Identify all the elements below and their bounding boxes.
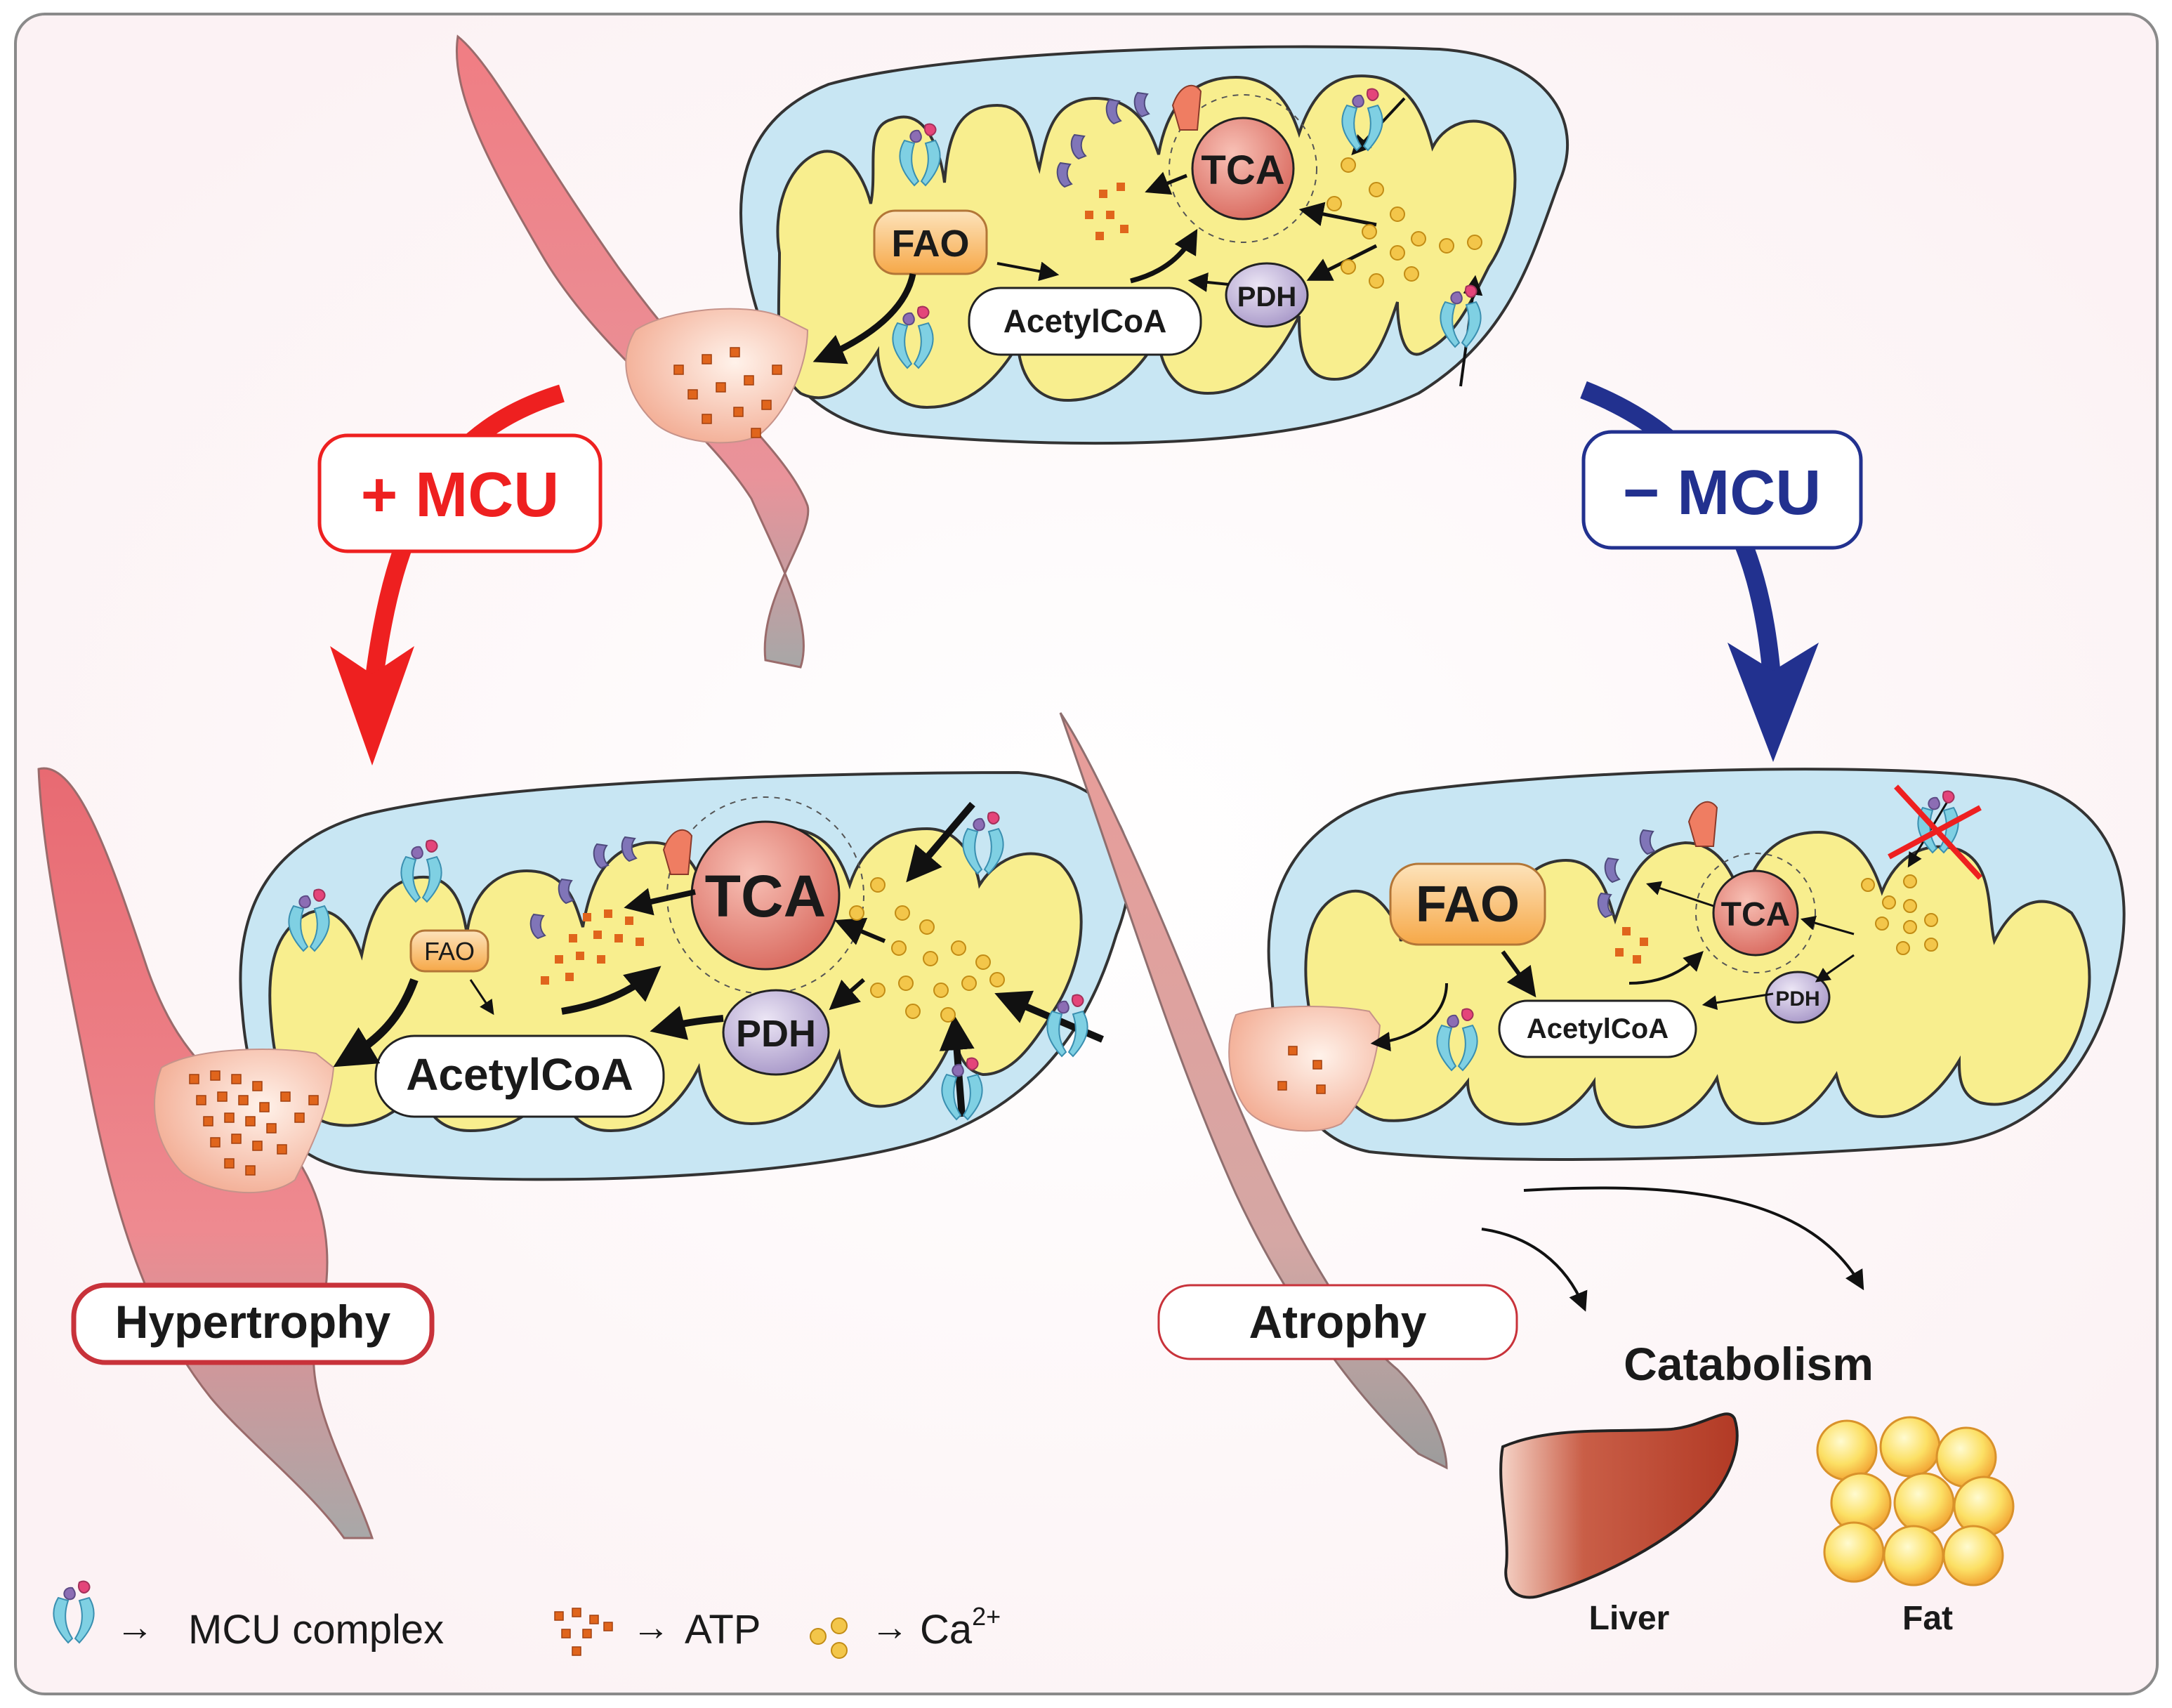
left-atp-pool xyxy=(154,1049,335,1194)
legend-calcium-icon xyxy=(810,1617,848,1659)
top-tca-cycle: TCA xyxy=(1169,94,1317,243)
left-pdh: PDH xyxy=(722,989,830,1076)
right-fao-label: FAO xyxy=(1416,876,1520,933)
right-atp-pool xyxy=(1228,1006,1381,1132)
right-atp-inner xyxy=(1615,927,1648,964)
legend: → MCU complex → ATP → Ca2+ xyxy=(53,1580,1001,1659)
left-acetylcoa-label: AcetylCoA xyxy=(406,1049,633,1100)
hypertrophy-label: Hypertrophy xyxy=(115,1296,391,1348)
left-pdh-label: PDH xyxy=(736,1013,816,1055)
legend-atp-arrow: → xyxy=(632,1606,670,1648)
top-atp-synthase-icon xyxy=(1171,84,1202,131)
left-fao: FAO xyxy=(409,929,489,973)
right-calcium-dots xyxy=(1861,874,1938,955)
legend-atp-label: ATP xyxy=(685,1607,761,1653)
svg-text:+ MCU: + MCU xyxy=(361,460,560,530)
liver-icon xyxy=(1499,1412,1739,1599)
top-acetylcoa-label: AcetylCoA xyxy=(1003,303,1167,339)
legend-ca-label: Ca2+ xyxy=(920,1602,1001,1653)
left-fao-label: FAO xyxy=(424,937,475,966)
left-acetylcoa: AcetylCoA xyxy=(374,1034,665,1118)
top-pdh: PDH xyxy=(1225,262,1309,328)
legend-mcu-label: MCU complex xyxy=(188,1607,444,1653)
top-pdh-label: PDH xyxy=(1237,282,1296,313)
svg-text:− MCU: − MCU xyxy=(1623,458,1822,528)
left-tca-label: TCA xyxy=(705,863,827,929)
top-atp-inner xyxy=(1085,183,1128,240)
catabolism-arrows xyxy=(1481,1186,1864,1312)
left-calcium-dots xyxy=(849,877,1005,1023)
top-fao-label: FAO xyxy=(891,223,969,265)
right-pdh-label: PDH xyxy=(1775,987,1819,1011)
legend-ca-arrow: → xyxy=(871,1606,909,1648)
right-atp-dots xyxy=(1277,1046,1326,1094)
fat-label: Fat xyxy=(1902,1600,1953,1637)
catabolism-label: Catabolism xyxy=(1624,1338,1874,1390)
liver-label: Liver xyxy=(1589,1600,1670,1637)
left-tca-cycle: TCA xyxy=(666,796,864,994)
right-acetylcoa-label: AcetylCoA xyxy=(1527,1013,1669,1044)
top-atp-dots xyxy=(673,347,782,438)
top-tca-label: TCA xyxy=(1201,147,1284,193)
left-atp-dots xyxy=(189,1070,319,1176)
right-muscle-fiber xyxy=(1059,712,1448,1470)
right-tca-label: TCA xyxy=(1721,896,1791,933)
right-fao: FAO xyxy=(1389,862,1546,946)
right-pdh: PDH xyxy=(1765,971,1831,1024)
top-calcium-dots xyxy=(1327,157,1482,289)
atrophy-label: Atrophy xyxy=(1249,1296,1427,1348)
minus-mcu-badge: − MCU xyxy=(1581,430,1863,550)
right-tca-cycle: TCA xyxy=(1695,853,1816,973)
left-atp-inner xyxy=(541,909,644,985)
top-acetylcoa: AcetylCoA xyxy=(968,287,1202,356)
legend-mcu-arrow: → xyxy=(116,1606,154,1648)
plus-mcu-badge: + MCU xyxy=(317,433,603,553)
left-atp-synthase-icon xyxy=(662,829,693,875)
atrophy-badge: Atrophy xyxy=(1157,1284,1518,1360)
right-blocked-mcu xyxy=(1888,784,1982,880)
right-atp-synthase-icon xyxy=(1687,801,1718,847)
right-acetylcoa: AcetylCoA xyxy=(1498,999,1697,1058)
hypertrophy-badge: Hypertrophy xyxy=(71,1282,435,1365)
fat-icon xyxy=(1816,1416,2015,1587)
legend-atp-icon xyxy=(554,1608,613,1656)
top-fao: FAO xyxy=(873,209,988,275)
